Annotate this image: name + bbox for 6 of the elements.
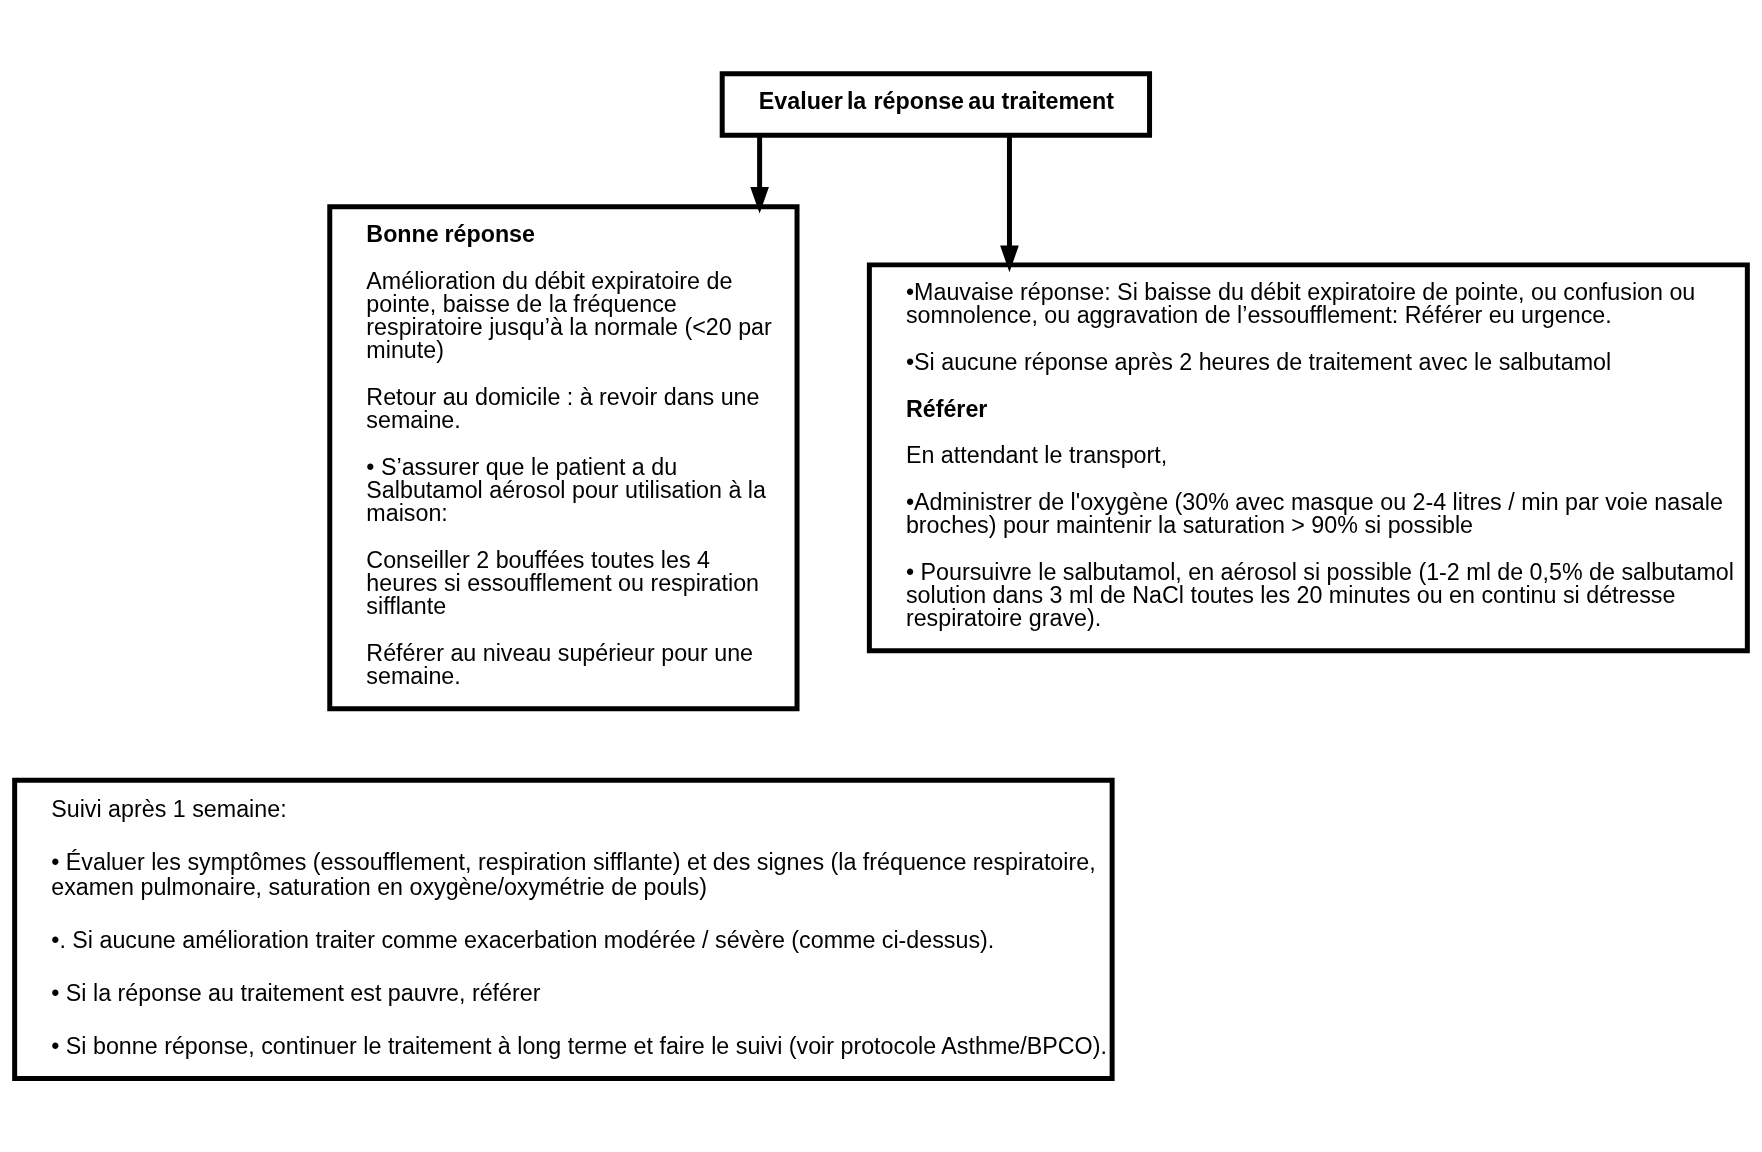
arrow — [750, 135, 769, 214]
node-box: Suivi après 1 semaine: • Évaluer les symptômes (essoufflement, respiration sifflante) et des signes (la fréquence respiratoire, examen pulmonaire, saturation en oxygène/oxymétrie de pouls) •. Si aucune amélioration traiter comme exacerbation modérée / sévère (comme ci-dessus). • Si la réponse au traitement est pauvre, référer • Si bonne réponse, continuer le traitement à long terme et faire le suivi (voir protocole Asthme/BPCO). — [12, 777, 1115, 1081]
arrow — [1000, 135, 1019, 273]
node-box: Bonne réponse Amélioration du débit expiratoire de pointe, baisse de la fréquence respiratoire jusqu’à la normale (<20 par minute) Retour au domicile : à revoir dans une semaine. • S’assurer que le patient a du Salbutamol aérosol pour utilisation à la maison: Conseiller 2 bouffées toutes les 4 heures si essoufflement ou respiration sifflante Référer au niveau supérieur pour une semaine. — [327, 204, 800, 712]
node-box: Evaluer la réponse au traitement — [719, 71, 1153, 138]
node-box: •Mauvaise réponse: Si baisse du débit expiratoire de pointe, ou confusion ou somnolence, ou aggravation de l’essoufflement: Référer eu urgence. •Si aucune réponse après 2 heures de traitement avec le salbutamol Référer En attendant le transport, •Administrer de l'oxygène (30% avec masque ou 2-4 litres / min par voie nasale broches) pour maintenir la saturation > 90% si possible • Poursuivre le salbutamol, en aérosol si possible (1-2 ml de 0,5% de salbutamol solution dans 3 ml de NaCl toutes les 20 minutes ou en continu si détresse respiratoire grave). — [866, 262, 1750, 654]
